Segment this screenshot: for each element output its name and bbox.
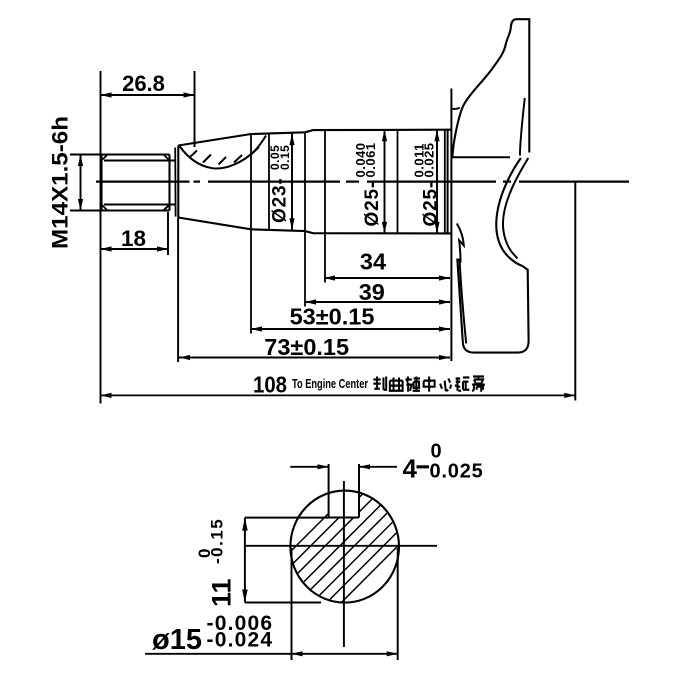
- svg-text:39: 39: [359, 279, 385, 305]
- svg-text:0.15: 0.15: [278, 145, 292, 170]
- svg-text:M14X1.5-6h: M14X1.5-6h: [48, 116, 73, 249]
- svg-text:Ø25-: Ø25-: [362, 181, 383, 226]
- svg-text:Ø23-: Ø23-: [270, 178, 291, 223]
- svg-text:-0.006: -0.006: [207, 612, 274, 635]
- svg-text:34: 34: [360, 249, 386, 275]
- svg-text:18: 18: [121, 226, 146, 251]
- svg-text:-0.15: -0.15: [208, 518, 227, 564]
- svg-text:26.8: 26.8: [122, 71, 165, 96]
- svg-text:0.025: 0.025: [430, 461, 484, 483]
- svg-text:11: 11: [207, 578, 237, 607]
- svg-text:73±0.15: 73±0.15: [264, 334, 349, 360]
- svg-text:0.040: 0.040: [353, 142, 368, 177]
- svg-text:Ø25-: Ø25-: [420, 181, 441, 226]
- svg-text:0.061: 0.061: [363, 142, 378, 177]
- svg-text:-0.024: -0.024: [207, 629, 274, 652]
- svg-text:108: 108: [253, 372, 287, 398]
- svg-text:0: 0: [431, 441, 442, 463]
- svg-text:4: 4: [403, 454, 418, 484]
- svg-text:0.025: 0.025: [421, 142, 436, 177]
- svg-text:0.05: 0.05: [268, 145, 282, 170]
- svg-text:0: 0: [195, 549, 214, 558]
- svg-text:0.011: 0.011: [411, 143, 426, 177]
- svg-text:To Engine Center: To Engine Center: [292, 376, 368, 391]
- svg-text:53±0.15: 53±0.15: [290, 304, 375, 330]
- svg-text:ø15: ø15: [152, 624, 202, 656]
